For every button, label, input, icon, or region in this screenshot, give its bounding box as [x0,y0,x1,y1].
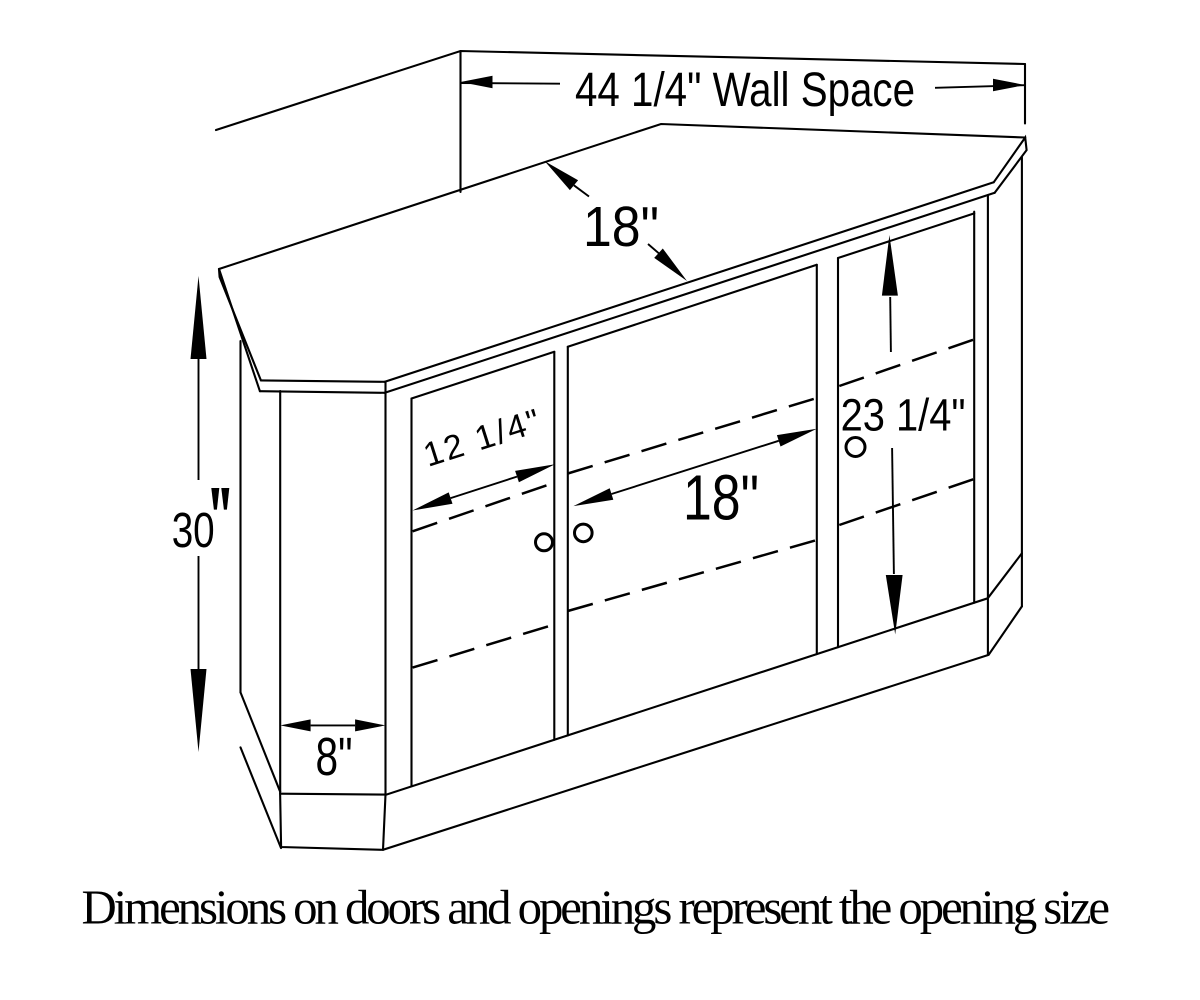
svg-text:Dimensions on doors and openin: Dimensions on doors and openings represe… [82,881,1111,935]
svg-text:18": 18" [583,195,659,259]
svg-text:8": 8" [316,727,353,787]
svg-text:30: 30 [172,503,215,558]
svg-text:23 1/4": 23 1/4" [841,390,966,441]
svg-text:18": 18" [683,462,759,534]
svg-text:44 1/4" Wall Space: 44 1/4" Wall Space [575,64,915,117]
